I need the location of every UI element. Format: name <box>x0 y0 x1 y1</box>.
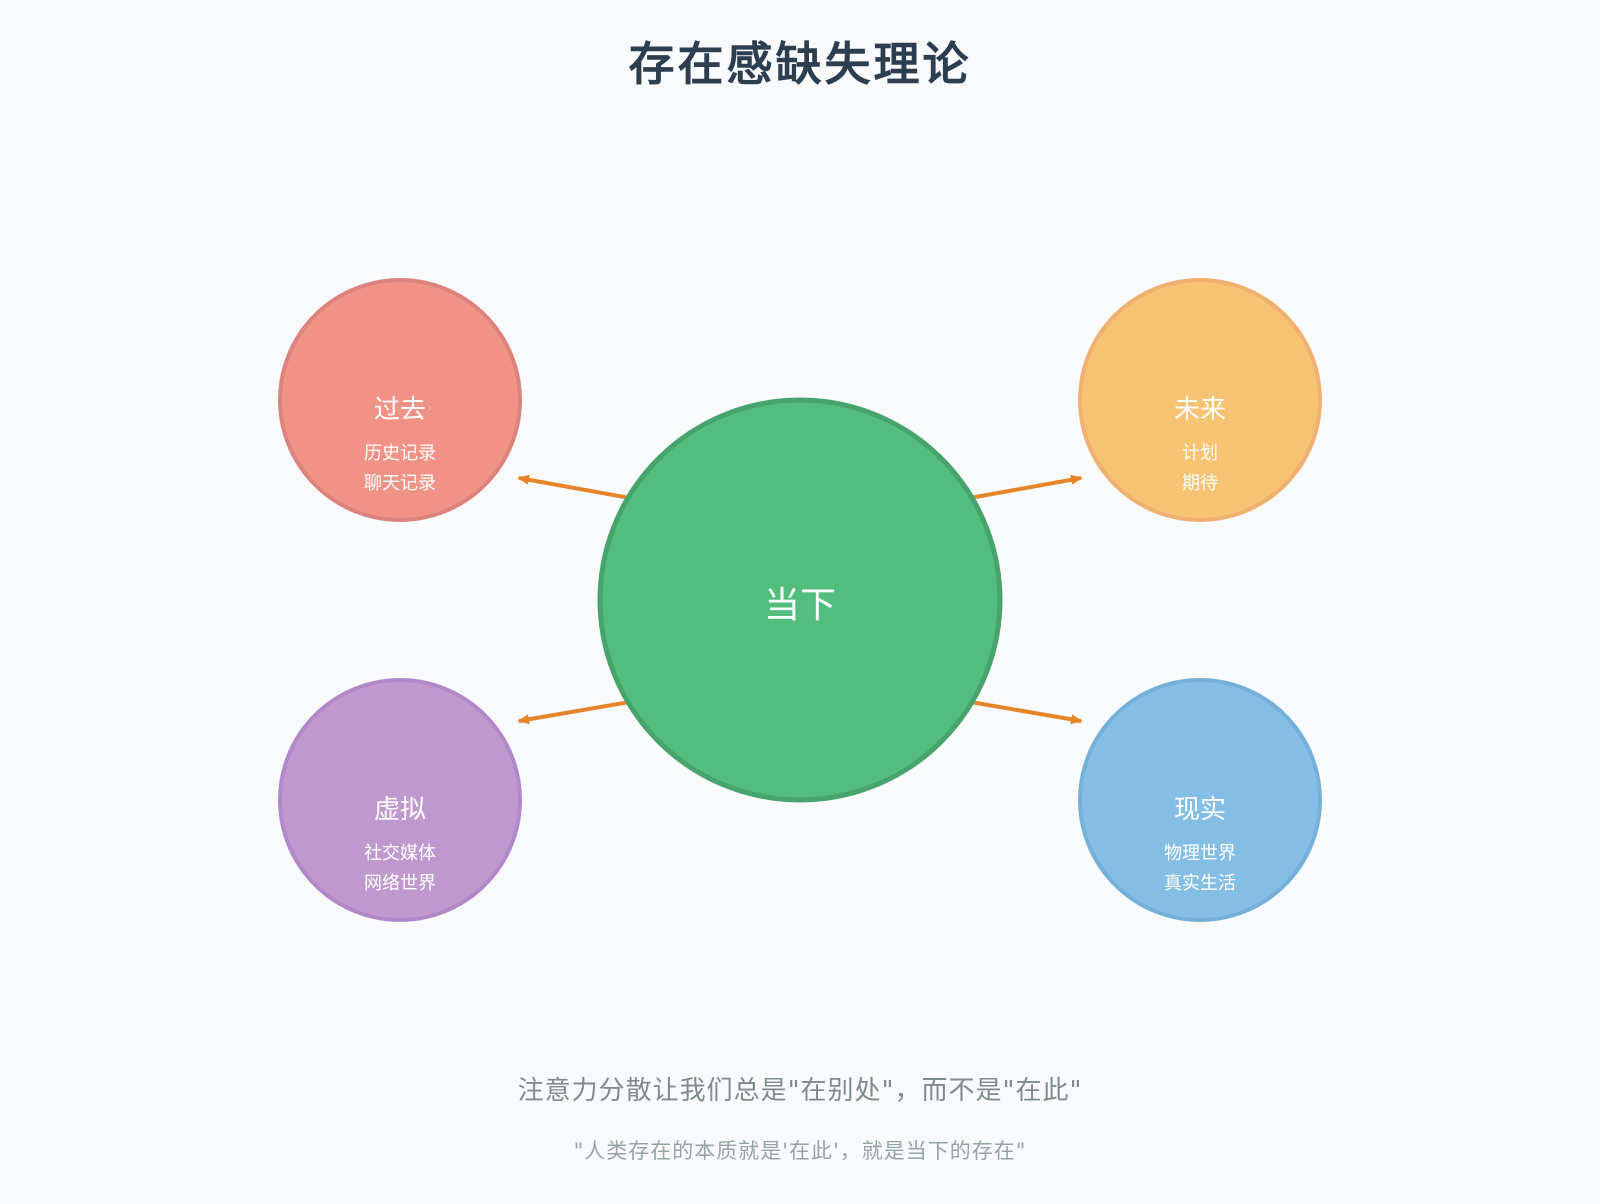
past-line-1: 历史记录 <box>364 443 436 464</box>
reality-circle <box>1078 678 1322 922</box>
node-virtual: 虚拟 社交媒体 网络世界 <box>278 678 522 922</box>
past-circle <box>278 278 522 522</box>
diagram-title: 存在感缺失理论 <box>629 37 972 91</box>
quote-text: "人类存在的本质就是'在此'，就是当下的存在" <box>574 1139 1027 1163</box>
virtual-label: 虚拟 <box>374 795 426 825</box>
virtual-circle <box>278 678 522 922</box>
past-line-2: 聊天记录 <box>364 473 436 494</box>
node-future: 未来 计划 期待 <box>1078 278 1322 522</box>
arrow-to-future <box>958 474 1083 502</box>
virtual-line-2: 网络世界 <box>364 873 436 894</box>
center-label: 当下 <box>764 585 836 626</box>
reality-label: 现实 <box>1174 795 1226 825</box>
future-line-2: 期待 <box>1182 473 1218 494</box>
center-circle <box>597 397 1003 803</box>
arrows-group <box>517 474 1083 725</box>
node-reality: 现实 物理世界 真实生活 <box>1078 678 1322 922</box>
future-label: 未来 <box>1174 395 1226 425</box>
reality-line-1: 物理世界 <box>1164 843 1236 864</box>
future-circle <box>1078 278 1322 522</box>
reality-line-2: 真实生活 <box>1164 873 1236 894</box>
virtual-line-1: 社交媒体 <box>364 843 436 864</box>
arrow-to-virtual <box>517 698 642 725</box>
subtitle-text: 注意力分散让我们总是"在别处"，而不是"在此" <box>518 1076 1083 1106</box>
past-label: 过去 <box>374 395 426 425</box>
node-past: 过去 历史记录 聊天记录 <box>278 278 522 522</box>
arrow-to-reality <box>958 698 1083 725</box>
future-line-1: 计划 <box>1182 443 1218 464</box>
arrow-to-past <box>517 474 642 502</box>
center-node: 当下 <box>597 397 1003 803</box>
